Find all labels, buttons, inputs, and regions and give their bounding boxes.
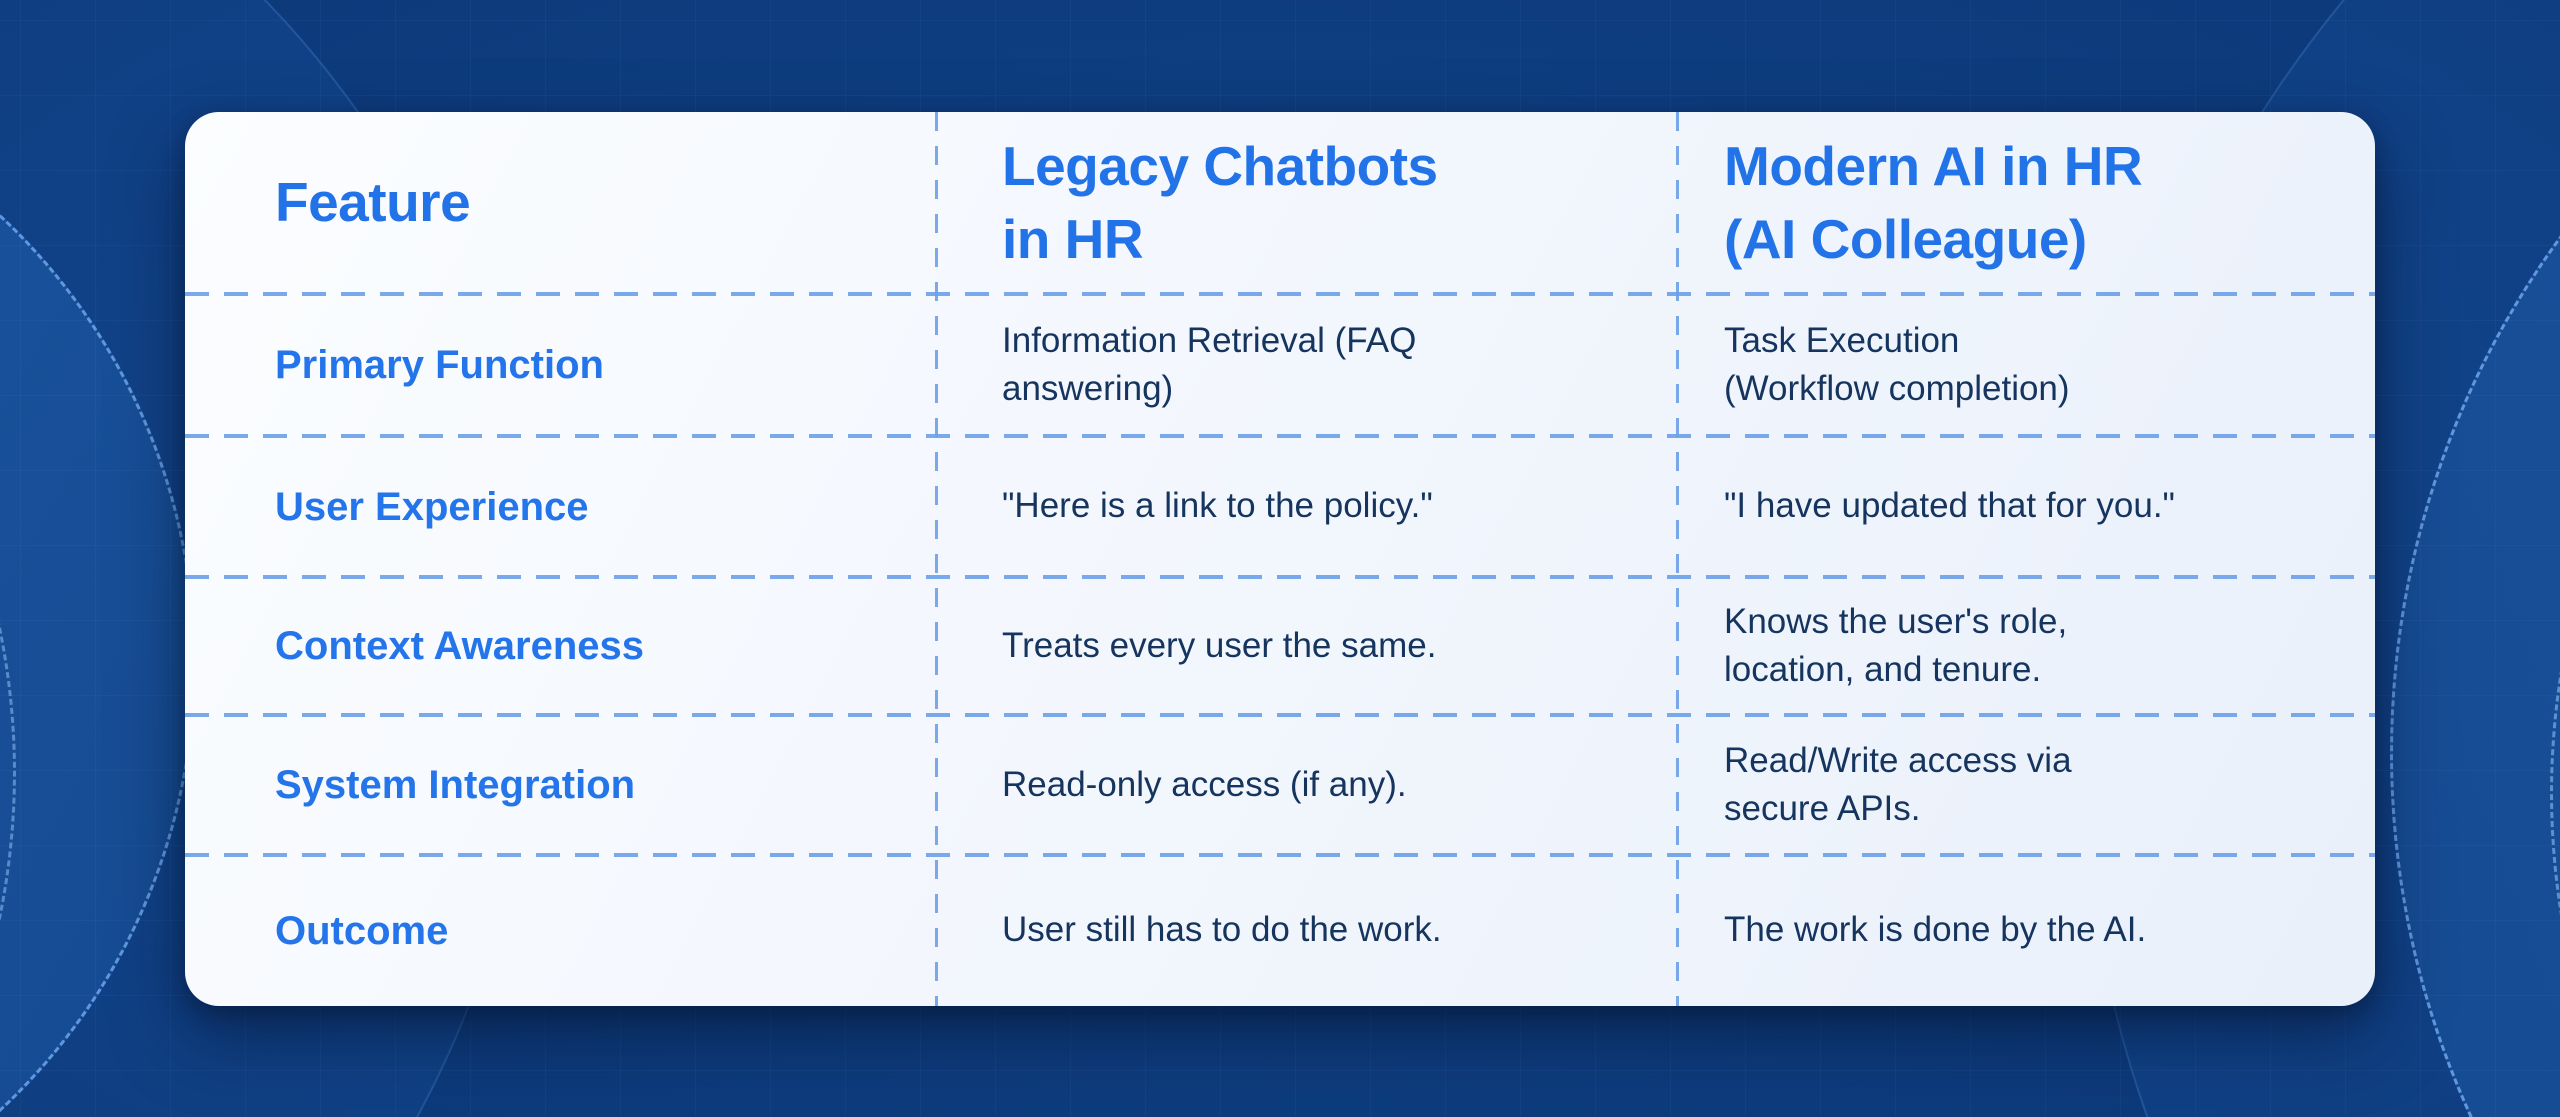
row-label-user-experience: User Experience <box>275 484 589 529</box>
row-label-system-integration: System Integration <box>275 763 636 807</box>
cell-user-experience-modern: "I have updated that for you." <box>1724 486 2175 526</box>
column-header-feature: Feature <box>275 171 471 234</box>
cell-context-awareness-legacy: Treats every user the same. <box>1002 625 1437 665</box>
column-header-modern-ai: Modern AI in HR (AI Colleague) <box>1724 134 2143 270</box>
row-label-primary-function: Primary Function <box>275 343 604 387</box>
comparison-table-card: Feature Legacy Chatbots in HR Modern AI … <box>185 112 2375 1006</box>
cell-system-integration-modern: Read/Write access via secure APIs. <box>1724 740 2072 828</box>
row-label-outcome: Outcome <box>275 908 449 953</box>
row-label-context-awareness: Context Awareness <box>275 624 645 668</box>
row-divider-1 <box>185 292 2375 296</box>
cell-primary-function-modern: Task Execution (Workflow completion) <box>1724 320 2070 408</box>
row-divider-5 <box>185 853 2375 857</box>
cell-outcome-modern: The work is done by the AI. <box>1724 910 2147 950</box>
row-divider-2 <box>185 434 2375 438</box>
cell-outcome-legacy: User still has to do the work. <box>1002 910 1442 950</box>
row-divider-4 <box>185 713 2375 717</box>
column-header-legacy-chatbots: Legacy Chatbots in HR <box>1002 134 1438 270</box>
cell-user-experience-legacy: "Here is a link to the policy." <box>1002 486 1433 526</box>
cell-context-awareness-modern: Knows the user's role, location, and ten… <box>1724 601 2068 689</box>
column-divider-1 <box>935 112 938 1006</box>
comparison-table: Feature Legacy Chatbots in HR Modern AI … <box>185 112 2375 1006</box>
column-divider-2 <box>1676 112 1679 1006</box>
cell-system-integration-legacy: Read-only access (if any). <box>1002 764 1407 804</box>
row-divider-3 <box>185 575 2375 579</box>
cell-primary-function-legacy: Information Retrieval (FAQ answering) <box>1002 320 1417 408</box>
